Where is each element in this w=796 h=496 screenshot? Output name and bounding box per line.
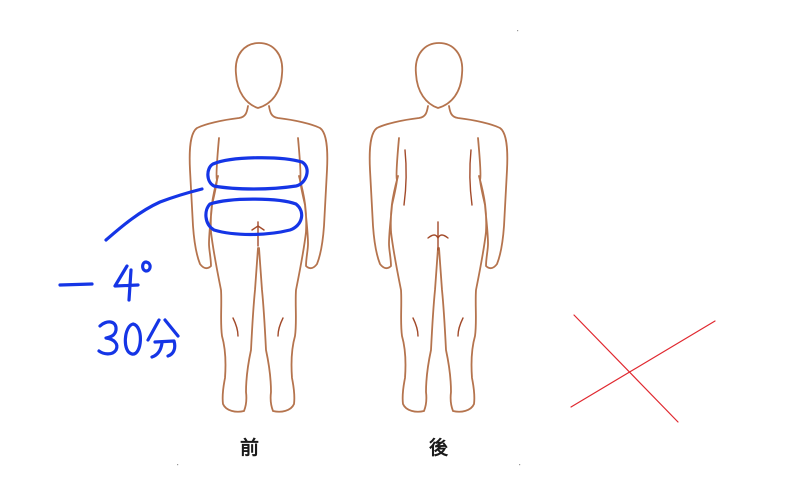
back-head xyxy=(414,42,464,109)
red-cross-mark xyxy=(570,314,716,423)
handwritten-annotation xyxy=(58,156,309,359)
back-view-label: 後 xyxy=(429,437,449,459)
front-view-label: 前 xyxy=(240,437,260,459)
handwritten-minus xyxy=(58,282,94,287)
handwritten-three xyxy=(97,320,119,356)
handwritten-four xyxy=(113,264,140,302)
back-left-outline xyxy=(368,105,439,413)
front-right-arm-inner xyxy=(297,137,302,181)
annotation-leader-line xyxy=(104,187,204,242)
front-head xyxy=(234,42,284,109)
handwritten-degree xyxy=(141,260,152,273)
front-left-outline xyxy=(188,105,259,413)
back-right-arm-inner xyxy=(477,137,482,181)
lower-abdomen-circle xyxy=(204,197,304,237)
back-right-outline xyxy=(438,105,509,413)
front-body-details xyxy=(232,221,284,337)
handwritten-fun xyxy=(146,318,180,359)
stray-dots xyxy=(177,30,521,466)
front-right-outline xyxy=(258,105,329,413)
front-left-arm-inner xyxy=(215,137,220,181)
upper-abdomen-circle xyxy=(206,156,309,191)
back-left-arm-inner xyxy=(395,137,400,181)
back-body-details xyxy=(403,149,473,337)
back-body-figure xyxy=(368,42,509,413)
front-body-figure xyxy=(188,42,329,413)
handwritten-zero xyxy=(123,322,142,356)
